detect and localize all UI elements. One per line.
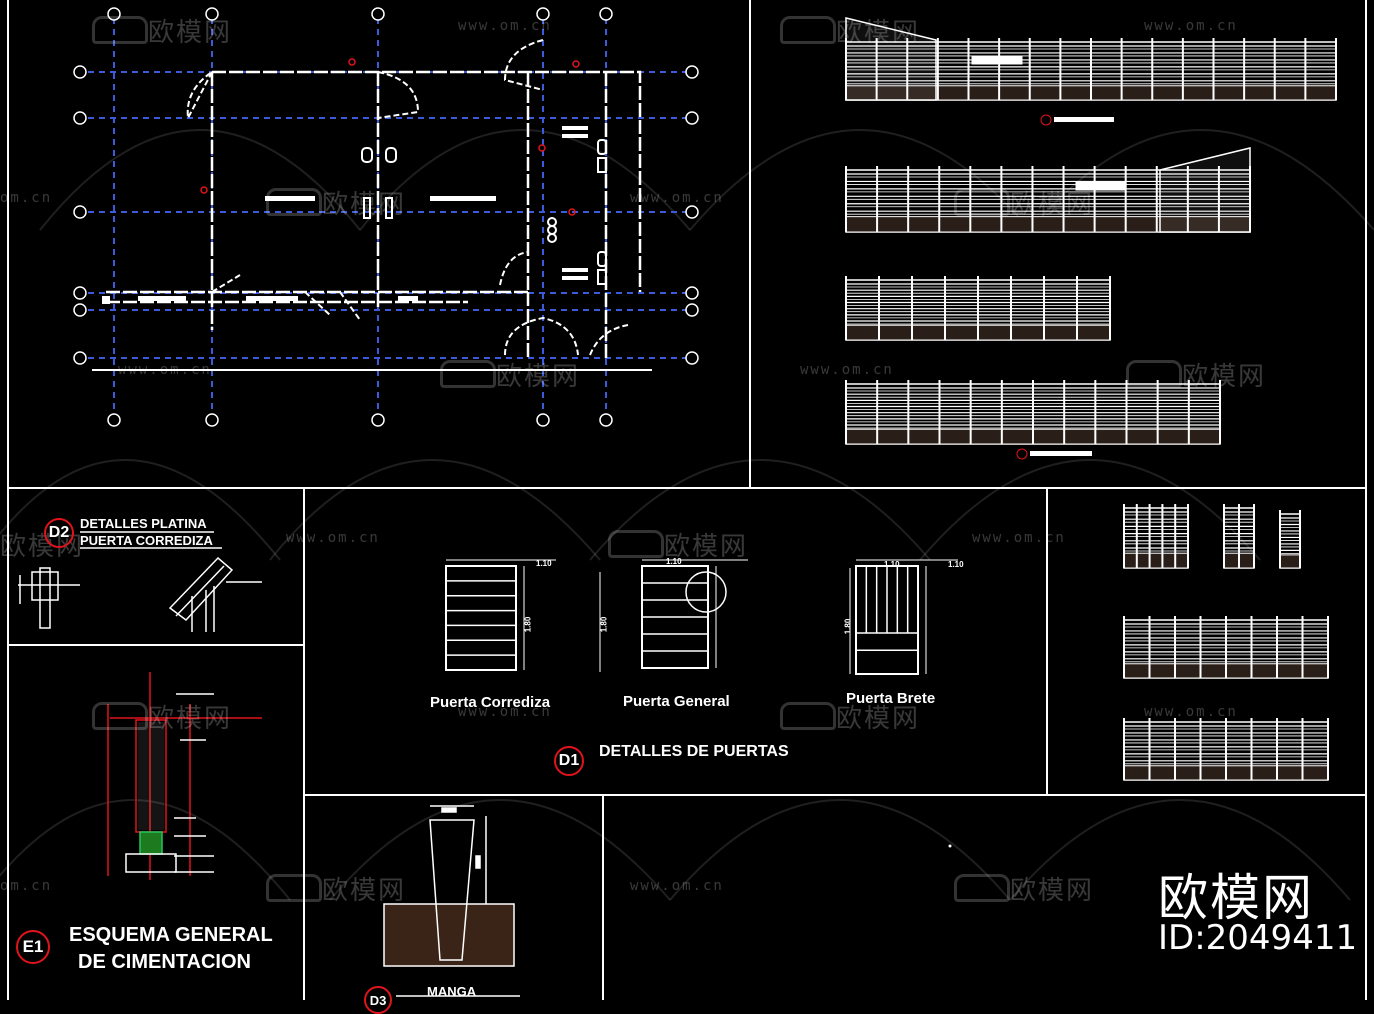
watermark-logo-text: 欧模网 [322, 190, 407, 220]
fence-elevation-3 [845, 276, 1111, 341]
watermark-logo-text: 欧模网 [148, 704, 233, 734]
door-label-corrediza: Puerta Corrediza [430, 694, 551, 711]
sofa-logo-icon [266, 874, 322, 902]
small-elevations [1123, 504, 1329, 781]
detail-d1-title: DETALLES DE PUERTAS [599, 743, 789, 760]
small-gate-elevation-2 [1223, 504, 1255, 569]
detail-e1-title-line2: DE CIMENTACION [78, 951, 251, 973]
door-dim-width-brete-left: 1.10 [884, 560, 900, 569]
watermark-logo-text: 欧模网 [148, 18, 233, 48]
door-label-brete: Puerta Brete [846, 690, 936, 707]
watermark-logo-text: 欧模网 [836, 18, 921, 48]
door-brete [855, 559, 958, 675]
fence-wing-left [845, 17, 937, 101]
fence-note-bar [1054, 117, 1114, 122]
floor-plan [73, 7, 699, 427]
door-general [641, 559, 748, 669]
sofa-logo-icon [92, 16, 148, 44]
fence-base [1279, 554, 1301, 569]
fence-note-bar [1030, 451, 1092, 456]
red-marker [1016, 448, 1028, 460]
plate-detail-drawing [18, 531, 262, 632]
door-dim-width-general: 1.10 [666, 557, 682, 566]
watermark-url: www.om.cn [1144, 704, 1238, 720]
foundation-section [107, 672, 262, 880]
watermark-logo-text: 欧模网 [1182, 362, 1267, 392]
watermark-url: www.om.cn [1144, 18, 1238, 34]
door-corrediza [445, 559, 556, 671]
door-dim-height-general: 1.80 [599, 616, 609, 633]
detail-d2-title-line2: PUERTA CORREDIZA [80, 533, 213, 548]
watermark-logo-text: 欧模网 [836, 704, 921, 734]
watermark-url: www.om.cn [630, 878, 724, 894]
brand-id: ID:2049411 [1158, 918, 1358, 958]
small-fence-elevation-1 [1123, 616, 1329, 679]
door-frame [445, 565, 517, 671]
small-gate-elevation-3 [1279, 510, 1301, 569]
watermark-url: www.om.cn [118, 362, 212, 378]
door-dim-height-brete: 1.80 [843, 618, 853, 635]
fence-label-bar [1075, 181, 1127, 191]
fence-elevations [845, 17, 1337, 460]
red-marker [1040, 114, 1052, 126]
watermark-url: www.om.cn [458, 704, 552, 720]
plan-labels [102, 126, 588, 304]
fence-label-bar [971, 55, 1023, 65]
red-markers [200, 58, 580, 216]
small-gate-elevation-1 [1123, 504, 1189, 569]
section-tag-e1: E1 [16, 930, 50, 964]
sofa-logo-icon [92, 702, 148, 730]
watermark-url: www.om.cn [286, 530, 380, 546]
fence-elevation-1 [845, 38, 1337, 101]
door-dim-height-corrediza: 1.80 [523, 616, 533, 633]
watermark-logo-text: 欧模网 [322, 876, 407, 906]
fence-base [1123, 552, 1189, 569]
door-swing-icons [186, 39, 629, 356]
panel-frames [7, 0, 1367, 1000]
sofa-logo-icon [1126, 360, 1182, 388]
sofa-logo-icon [780, 16, 836, 44]
sofa-logo-icon [608, 530, 664, 558]
door-detail-callout [685, 571, 727, 613]
door-dim-width-corrediza: 1.10 [536, 559, 552, 568]
sofa-logo-icon [266, 188, 322, 216]
plan-walls [106, 70, 642, 360]
fence-wing-right [1159, 147, 1251, 233]
brand-name: 欧模网 [1158, 869, 1314, 927]
watermark-logo-text: 欧模网 [496, 362, 581, 392]
section-tag-d1: D1 [554, 746, 584, 776]
sofa-logo-icon [954, 874, 1010, 902]
watermark-url: www.om.cn [800, 362, 894, 378]
door-dim-width-brete-right: 1.10 [948, 560, 964, 569]
detail-d3-title: MANGA [427, 984, 477, 999]
watermark-url: om.cn [0, 190, 53, 206]
sofa-logo-icon [954, 188, 1010, 216]
watermark-logo-text: 欧模网 [1010, 190, 1095, 220]
section-tag-d2: D2 [44, 518, 74, 548]
watermark-url: om.cn [0, 878, 53, 894]
grid-bubble-icons [73, 7, 699, 427]
section-tag-d3: D3 [364, 986, 392, 1014]
watermark-logo-text: 欧模网 [664, 532, 749, 562]
detail-d2-title-line1: DETALLES PLATINA [80, 516, 207, 531]
watermark-url: www.om.cn [972, 530, 1066, 546]
small-fence-elevation-2 [1123, 718, 1329, 781]
fence-elevation-4 [845, 380, 1221, 445]
door-label-general: Puerta General [623, 693, 730, 710]
door-details-drawing [445, 559, 958, 675]
watermark-arcs [0, 129, 1374, 901]
manga-post-section [383, 805, 520, 997]
watermark-url: www.om.cn [630, 190, 724, 206]
toilet-fixtures [361, 139, 607, 285]
watermark-logo-text: 欧模网 [1010, 876, 1095, 906]
sofa-logo-icon [440, 360, 496, 388]
watermark-url: www.om.cn [458, 18, 552, 34]
sofa-logo-icon [780, 702, 836, 730]
detail-e1-title-line1: ESQUEMA GENERAL [69, 924, 273, 946]
